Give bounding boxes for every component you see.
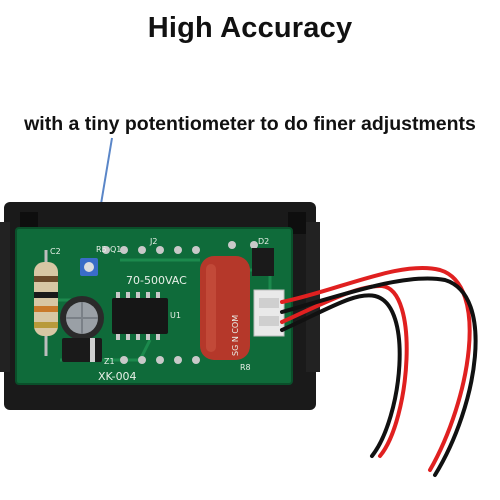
electrolytic-capacitor [60,296,104,340]
film-capacitor [200,256,250,360]
ref-q1-label: Q1 [110,245,121,254]
ref-j2-label: J2 [149,237,157,246]
trim-potentiometer [80,258,98,276]
model-label: XK-004 [98,370,137,383]
terminal-label: SG N COM [231,315,240,356]
regulator-component [252,248,274,276]
ref-u1-label: U1 [170,311,181,320]
ic-chip [112,292,168,340]
voltage-rating-label: 70-500VAC [126,274,187,287]
ref-d2-label: D2 [258,237,269,246]
ref-c2-label: C2 [50,247,61,256]
resistor [34,250,58,356]
ref-z1-label: Z1 [104,357,115,366]
ref-r5-label: R5 [96,245,107,254]
callout-caption: with a tiny potentiometer to do finer ad… [24,113,476,135]
page-title: High Accuracy [147,12,353,44]
wire-connector [253,289,285,337]
diode [62,338,102,362]
ref-r8-label: R8 [240,363,251,372]
lead-wires [280,266,478,477]
